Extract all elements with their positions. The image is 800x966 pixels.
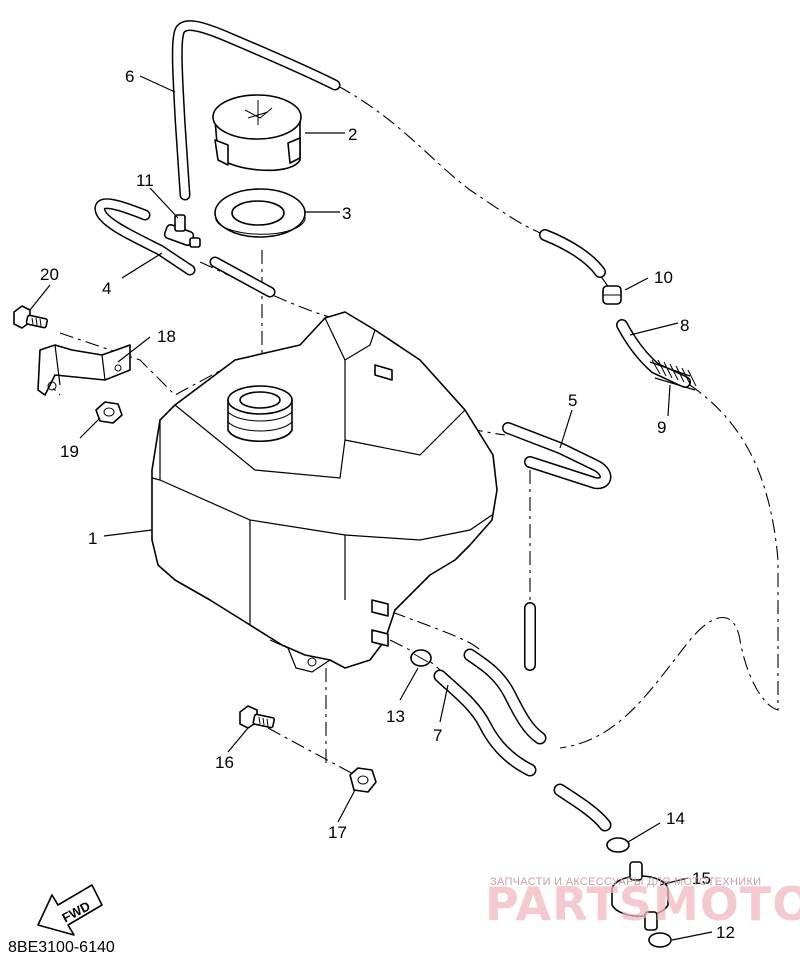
hose-connector (602, 285, 622, 305)
watermark-brand: PARTSMOTOR.RU (485, 877, 800, 931)
cap-seal (214, 188, 306, 238)
callout-1: 1 (88, 529, 97, 548)
callout-5: 5 (568, 391, 577, 410)
watermark: ЗАПЧАСТИ И АКСЕССУАРЫ ДЛЯ МОТОТЕХНИКИ PA… (485, 876, 800, 931)
tank-bracket (37, 344, 131, 396)
diagram-code: 8BE3100-6140 (8, 939, 115, 956)
hose-clamp (410, 649, 432, 667)
short-hose (209, 256, 276, 298)
callout-6: 6 (125, 67, 134, 86)
callout-9: 9 (657, 418, 666, 437)
callout-16: 16 (215, 753, 234, 772)
reservoir-cap (212, 94, 302, 172)
hooked-hose (94, 198, 196, 276)
inline-filter (611, 861, 669, 931)
lower-hoses (433, 648, 612, 832)
callout-8: 8 (680, 316, 689, 335)
callout-12: 12 (716, 923, 735, 942)
callout-4: 4 (102, 279, 111, 298)
fwd-arrow: FWD (37, 884, 103, 936)
loop-hose (502, 422, 612, 490)
callout-15: 15 (692, 869, 711, 888)
bolt-16 (239, 705, 275, 729)
watermark-caption: ЗАПЧАСТИ И АКСЕССУАРЫ ДЛЯ МОТОТЕХНИКИ (490, 876, 761, 888)
leader-lines (29, 75, 713, 941)
collar-17 (349, 767, 377, 793)
protector-hose (616, 319, 697, 391)
t-joint (163, 214, 201, 248)
callout-17: 17 (328, 823, 347, 842)
breather-hose (171, 20, 341, 201)
bolt-20 (13, 305, 48, 329)
small-clamps (606, 837, 672, 948)
callout-7: 7 (433, 726, 442, 745)
upper-right-hose (539, 229, 606, 278)
callout-19: 19 (60, 442, 79, 461)
hose-protector-spring (649, 359, 697, 391)
callout-11: 11 (136, 171, 154, 190)
callout-numbers: 1 2 3 4 5 6 7 8 9 10 11 12 13 14 15 16 1… (40, 67, 735, 942)
callout-14: 14 (666, 809, 685, 828)
callout-2: 2 (348, 125, 357, 144)
callout-3: 3 (342, 204, 351, 223)
nut-19 (95, 401, 123, 424)
callout-20: 20 (40, 265, 59, 284)
reservoir-tank (151, 311, 498, 673)
callout-13: 13 (386, 707, 405, 726)
callout-18: 18 (157, 327, 176, 346)
callout-10: 10 (654, 268, 673, 287)
